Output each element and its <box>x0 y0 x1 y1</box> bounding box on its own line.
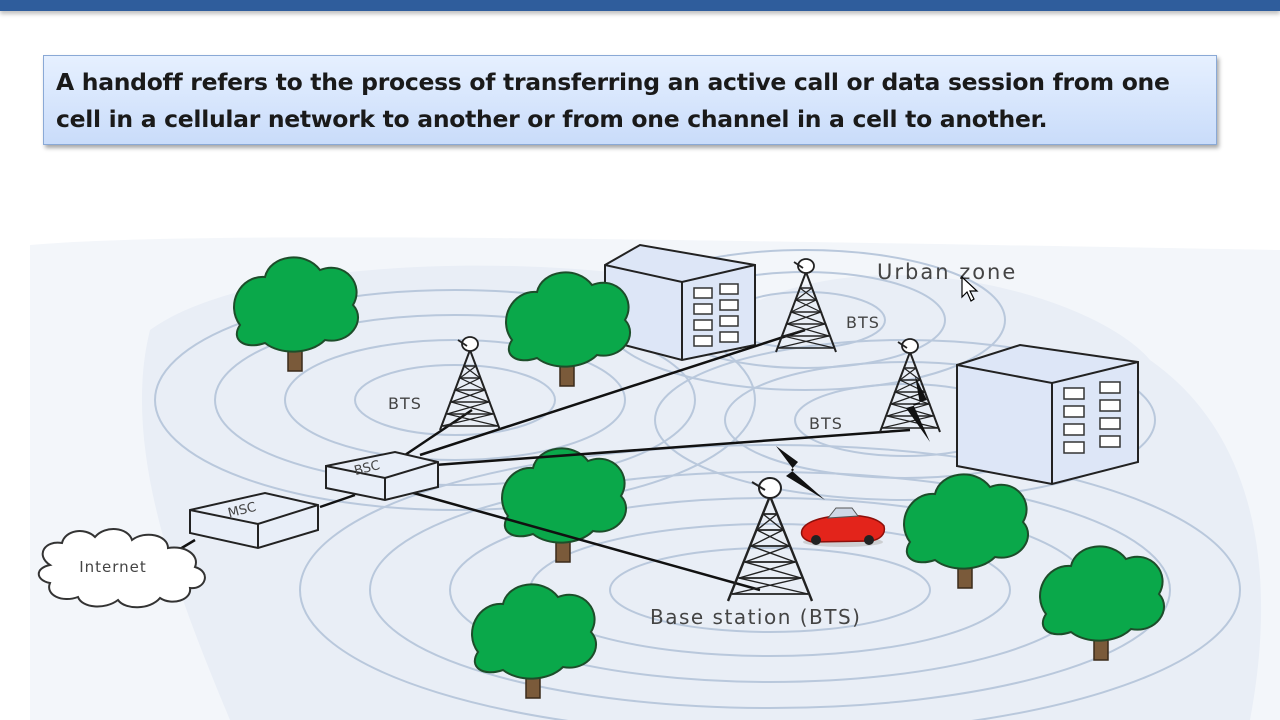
building-icon <box>956 343 1139 486</box>
bsc-box: BSC <box>325 450 439 502</box>
bts-left-label: BTS <box>388 394 422 413</box>
msc-label: MSC <box>226 500 257 521</box>
msc-box: MSC <box>189 491 319 550</box>
definition-text: A handoff refers to the process of trans… <box>56 68 1170 133</box>
cloud-icon: Internet <box>37 528 206 609</box>
building-icon <box>604 243 756 362</box>
urban-zone-label: Urban zone <box>877 260 1017 284</box>
lightning-icon <box>906 376 930 442</box>
bts-right-label: BTS <box>809 414 843 433</box>
cursor-icon <box>961 275 979 302</box>
base-station-label: Base station (BTS) <box>650 605 861 629</box>
bts-top-label: BTS <box>846 313 880 332</box>
bsc-label: BSC <box>353 458 382 479</box>
definition-box: A handoff refers to the process of trans… <box>43 55 1217 145</box>
top-bar <box>0 0 1280 11</box>
car-icon <box>800 507 886 547</box>
internet-label: Internet <box>79 558 147 576</box>
lightning-icon <box>776 446 825 500</box>
